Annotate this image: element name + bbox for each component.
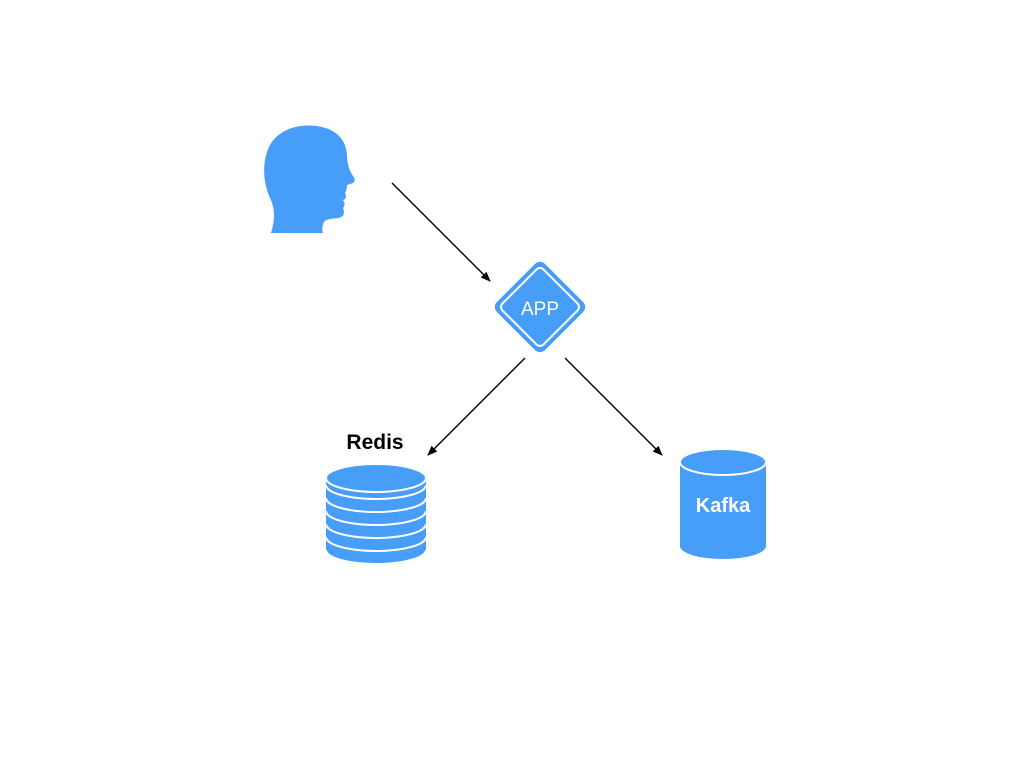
diamond-icon [494, 261, 586, 353]
kafka-node: Kafka [679, 448, 767, 559]
stacked-database-icon [325, 463, 427, 565]
edge-app-to-redis [427, 357, 526, 456]
edge-app-to-kafka [564, 357, 663, 456]
diamond-inner-border [500, 267, 580, 347]
redis-node: Redis [325, 431, 427, 565]
app-label: APP [521, 299, 559, 320]
user-node [264, 125, 355, 233]
kafka-label: Kafka [696, 495, 751, 517]
edge-user-to-app [391, 182, 491, 282]
redis-caption: Redis [346, 431, 403, 454]
cylinder-database-icon [679, 448, 767, 559]
app-node: APP [494, 261, 586, 353]
person-head-icon [264, 125, 355, 233]
